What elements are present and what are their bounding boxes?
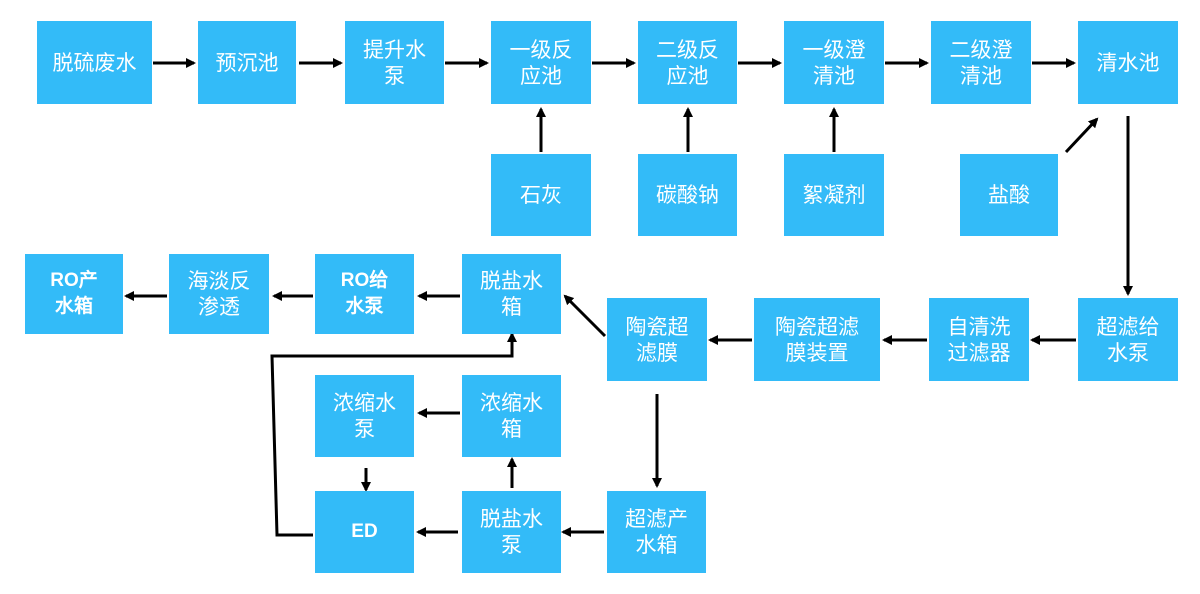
node-ro-product-tank: RO产 水箱 [25, 254, 123, 334]
node-lime: 石灰 [491, 154, 591, 236]
node-concentrate-pump: 浓缩水 泵 [315, 375, 414, 457]
node-desalted-water-pump: 脱盐水 泵 [462, 491, 561, 573]
node-ed: ED [315, 491, 414, 573]
node-ro-feed-pump: RO给 水泵 [315, 254, 414, 334]
node-pre-settling-tank: 预沉池 [198, 21, 296, 104]
node-flocculant: 絮凝剂 [784, 154, 884, 236]
node-primary-clarifier: 一级澄 清池 [784, 21, 884, 104]
arrow-membrane-to-desalted-tank [563, 294, 607, 338]
node-desalted-water-tank-top: 脱盐水 箱 [462, 254, 561, 334]
node-hydrochloric-acid: 盐酸 [960, 154, 1058, 236]
node-clear-water-tank: 清水池 [1078, 21, 1178, 104]
arrow-hcl-diagonal [1064, 117, 1099, 154]
node-concentrate-tank: 浓缩水 箱 [462, 375, 561, 457]
node-secondary-clarifier: 二级澄 清池 [931, 21, 1031, 104]
node-ceramic-uf-device: 陶瓷超滤 膜装置 [754, 298, 880, 381]
arrow-ed-return-loop [270, 332, 517, 537]
node-seawater-ro: 海淡反 渗透 [169, 254, 269, 334]
node-ceramic-uf-membrane: 陶瓷超 滤膜 [607, 298, 707, 381]
node-secondary-reaction-tank: 二级反 应池 [638, 21, 737, 104]
node-uf-feed-pump: 超滤给 水泵 [1078, 298, 1178, 381]
node-uf-product-tank: 超滤产 水箱 [607, 491, 706, 573]
node-sodium-carbonate: 碳酸钠 [638, 154, 737, 236]
node-desulfurization-wastewater: 脱硫废水 [37, 21, 152, 104]
node-lift-pump: 提升水 泵 [345, 21, 444, 104]
node-self-cleaning-filter: 自清洗 过滤器 [929, 298, 1029, 381]
node-primary-reaction-tank: 一级反 应池 [491, 21, 591, 104]
